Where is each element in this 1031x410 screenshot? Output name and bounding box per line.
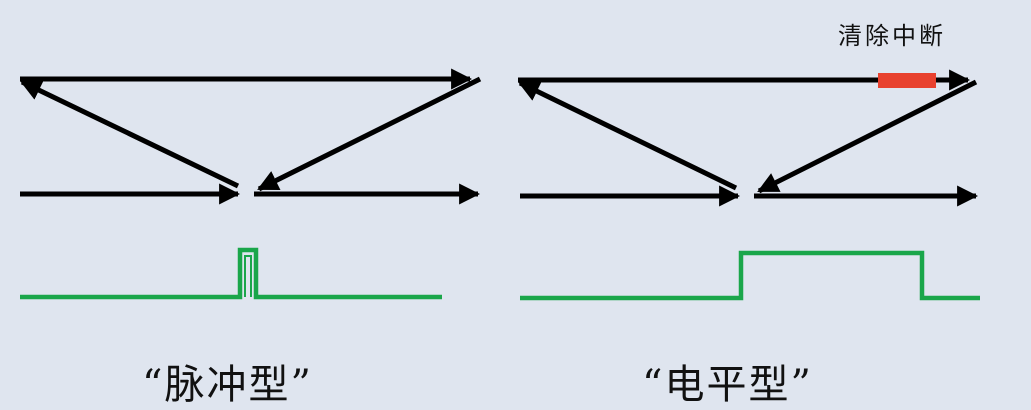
level-type-diagram [518, 69, 980, 301]
level-type-caption: “电平型” [642, 362, 813, 408]
left-return-diagonal-arrow [257, 76, 482, 192]
level-signal-waveform [520, 250, 980, 301]
clear-interrupt-label: 清除中断 [838, 22, 946, 50]
pulse-signal-inner [244, 255, 252, 297]
right-diagonal-to-topleft-arrow [518, 80, 738, 191]
pulse-type-diagram [20, 68, 482, 300]
clear-interrupt-marker [878, 73, 936, 88]
left-diagonal-to-topleft-arrow [20, 79, 240, 189]
pulse-type-caption: “脉冲型” [142, 362, 313, 408]
pulse-signal-waveform [20, 247, 442, 300]
right-return-diagonal-arrow [757, 79, 978, 194]
